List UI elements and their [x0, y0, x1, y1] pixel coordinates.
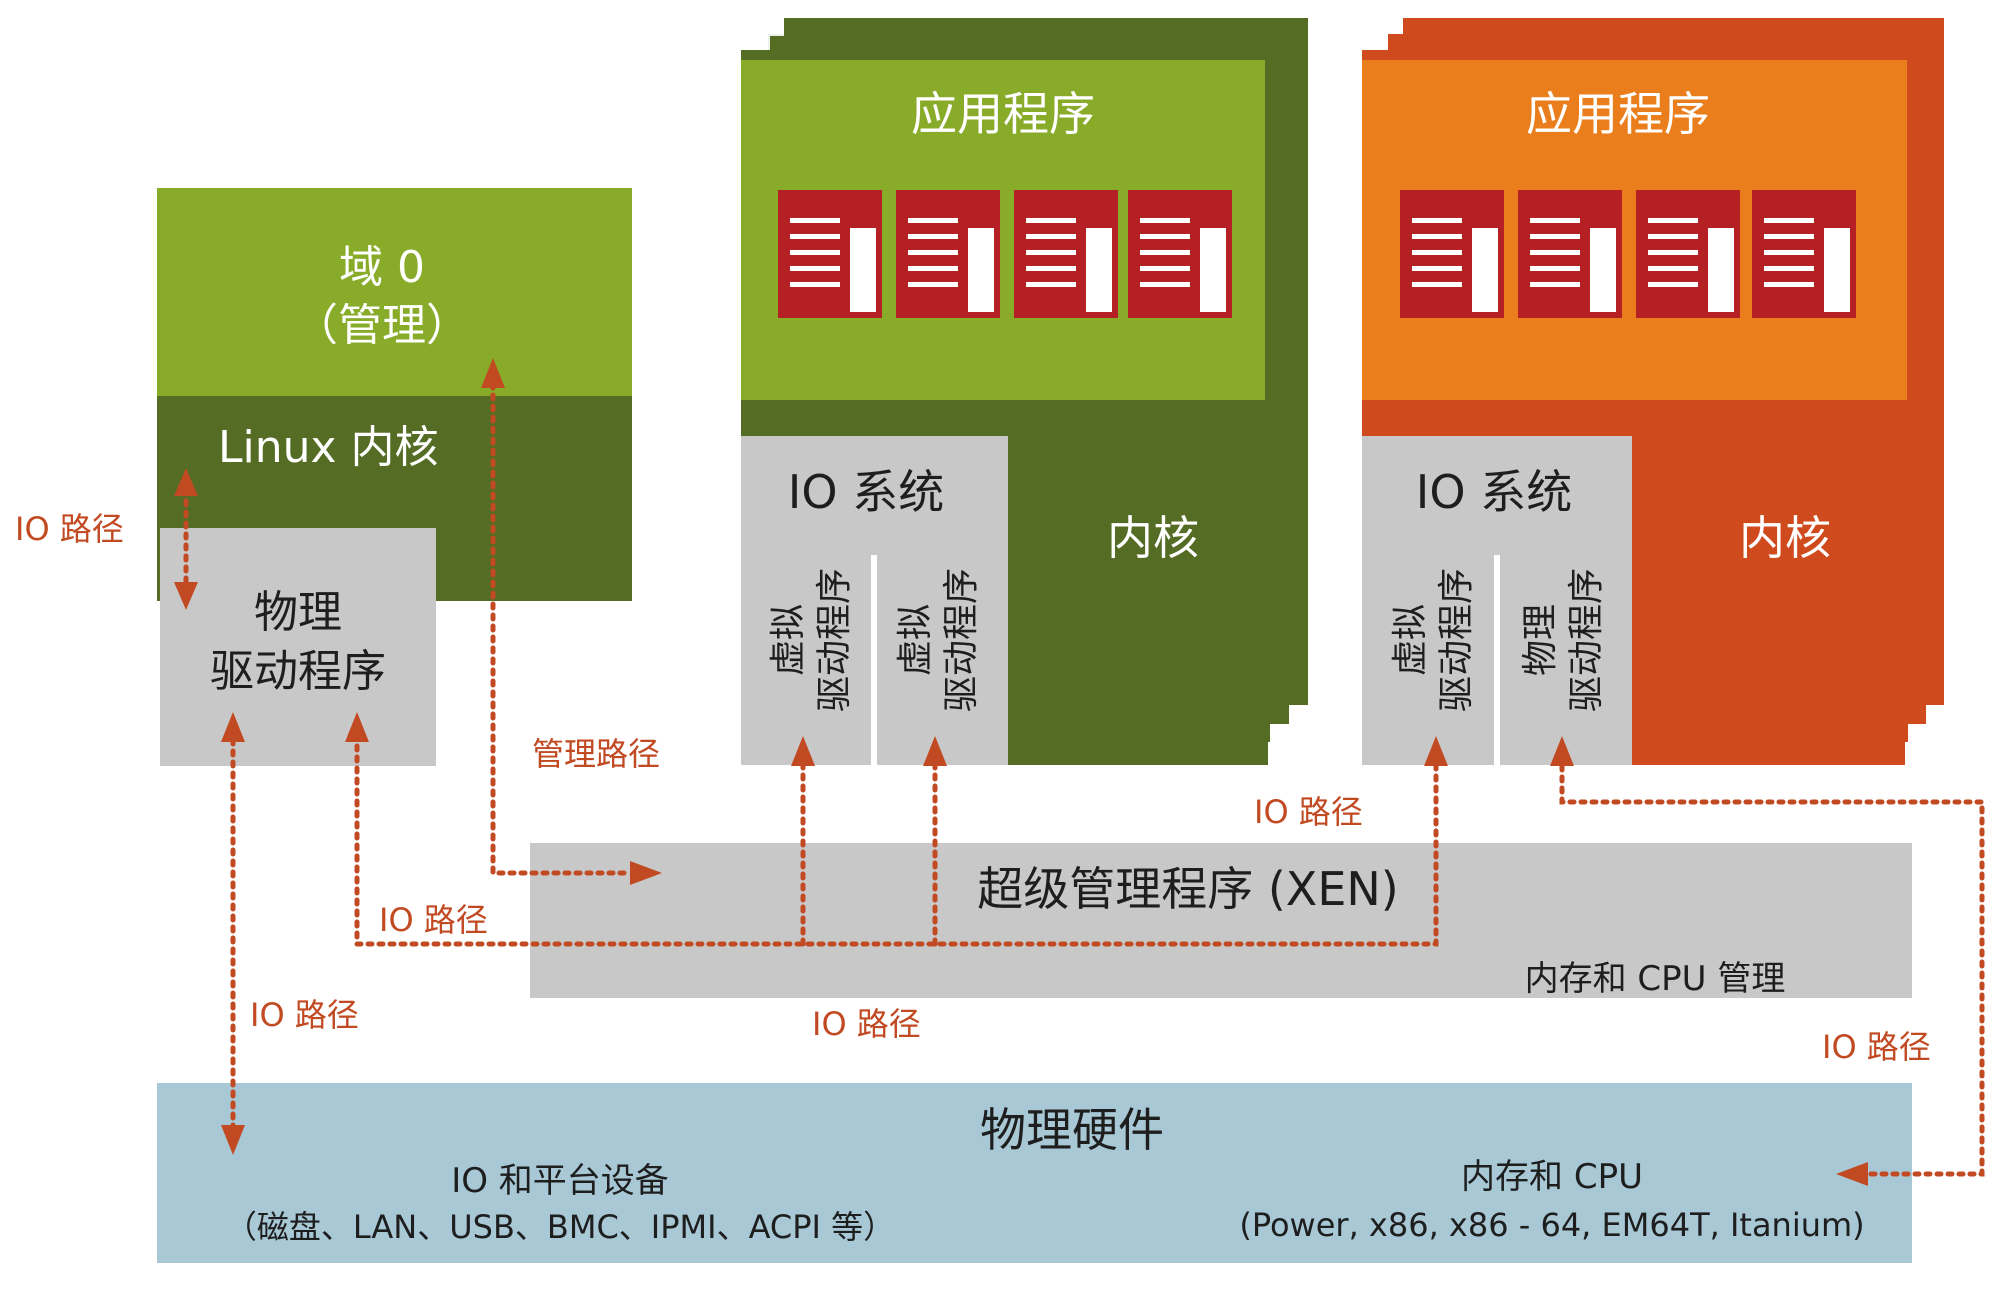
- hypervisor-bar: [530, 843, 1912, 998]
- dom0-driver-label-line1: 物理: [254, 587, 342, 638]
- arrow-head: [481, 358, 505, 388]
- domu-orange-block: 应用程序: [1362, 18, 1944, 765]
- io-path-label: IO 路径: [379, 901, 488, 939]
- domu-green-driver-b-line1: 虚拟: [895, 604, 936, 676]
- domu-green-app-window: [896, 190, 1000, 318]
- hardware-title: 物理硬件: [980, 1103, 1164, 1157]
- management-path-label: 管理路径: [532, 735, 660, 773]
- domu-orange-driver-b-line2: 驱动程序: [1566, 568, 1607, 712]
- io-path-arrows: [174, 358, 1985, 1186]
- hardware-cpu-title: 内存和 CPU: [1461, 1157, 1643, 1197]
- domu-green-app-label: 应用程序: [911, 87, 1095, 141]
- io-path-label: IO 路径: [812, 1005, 921, 1043]
- dom0-header: [157, 188, 632, 396]
- hypervisor-block: 超级管理程序 (XEN) 内存和 CPU 管理: [530, 843, 1912, 999]
- hardware-io-detail: （磁盘、LAN、USB、BMC、IPMI、ACPI 等）: [225, 1208, 895, 1246]
- domu-orange-physical-driver: 物理 驱动程序: [1520, 568, 1607, 712]
- domu-orange-io-system-label: IO 系统: [1416, 465, 1572, 519]
- dom0-subtitle: （管理）: [294, 300, 470, 351]
- arrow-head: [221, 1125, 245, 1155]
- domu-orange-app-window: [1636, 190, 1740, 318]
- domu-orange-driver-a-line2: 驱动程序: [1436, 568, 1477, 712]
- io-path-label: IO 路径: [15, 510, 124, 548]
- arrow-head: [174, 582, 198, 610]
- domu-green-kernel-label: 内核: [1107, 511, 1199, 565]
- io-path-label: IO 路径: [250, 996, 359, 1034]
- hardware-cpu-detail: (Power, x86, x86 - 64, EM64T, Itanium): [1239, 1206, 1864, 1244]
- domu-orange-app-window: [1752, 190, 1856, 318]
- io-path-arrow: [354, 743, 1439, 947]
- domu-orange-kernel-label: 内核: [1739, 511, 1831, 565]
- domu-green-driver-divider: [871, 555, 877, 765]
- hardware-bar: [157, 1083, 1912, 1263]
- domu-green-driver-a-line1: 虚拟: [768, 604, 809, 676]
- arrow-head: [630, 861, 662, 885]
- hypervisor-title: 超级管理程序 (XEN): [977, 862, 1399, 916]
- domu-orange-driver-divider: [1494, 555, 1500, 765]
- hardware-block: 物理硬件 IO 和平台设备 （磁盘、LAN、USB、BMC、IPMI、ACPI …: [157, 1083, 1912, 1263]
- dom0-physical-driver-box: [160, 528, 436, 766]
- hardware-io-title: IO 和平台设备: [451, 1161, 669, 1201]
- domu-green-stack-layer: [768, 34, 784, 50]
- domu-orange-app-window: [1518, 190, 1622, 318]
- domu-green-app-window: [1014, 190, 1118, 318]
- domu-green-io-system-label: IO 系统: [788, 465, 944, 519]
- management-path-arrow: [490, 381, 631, 876]
- io-path-label: IO 路径: [1822, 1028, 1931, 1066]
- domu-green-app-window: [1128, 190, 1232, 318]
- arrow-head: [923, 736, 947, 766]
- dom0-driver-label-line2: 驱动程序: [210, 646, 386, 697]
- path-labels: IO 路径 管理路径 IO 路径 IO 路径 IO 路径 IO 路径 IO 路径: [15, 510, 1931, 1066]
- domu-green-virtual-driver-b: 虚拟 驱动程序: [895, 568, 982, 712]
- dom0-block: 域 0 （管理） Linux 内核 物理 驱动程序: [157, 188, 632, 766]
- domu-green-block: 应用程序: [741, 18, 1308, 765]
- arrow-head: [345, 712, 369, 742]
- domu-green-driver-a-line2: 驱动程序: [814, 568, 855, 712]
- arrow-head: [221, 712, 245, 742]
- dom0-kernel-label: Linux 内核: [218, 422, 439, 473]
- arrow-head: [791, 736, 815, 766]
- domu-green-app-window: [778, 190, 882, 318]
- domu-orange-virtual-driver: 虚拟 驱动程序: [1390, 568, 1477, 712]
- arrow-head: [174, 468, 198, 496]
- arrow-head: [1836, 1162, 1868, 1186]
- domu-orange-app-label: 应用程序: [1526, 87, 1710, 141]
- domu-green-virtual-driver-a: 虚拟 驱动程序: [768, 568, 855, 712]
- domu-orange-driver-a-line1: 虚拟: [1390, 604, 1431, 676]
- domu-green-driver-b-line2: 驱动程序: [941, 568, 982, 712]
- arrow-head: [1424, 736, 1448, 766]
- domu-orange-app-window: [1400, 190, 1504, 318]
- arrow-head: [1550, 736, 1574, 766]
- io-path-arrow: [1559, 763, 1985, 1177]
- dom0-title: 域 0: [339, 242, 425, 293]
- hypervisor-subtitle: 内存和 CPU 管理: [1525, 959, 1786, 999]
- domu-orange-driver-b-line1: 物理: [1520, 604, 1561, 676]
- io-path-label: IO 路径: [1254, 793, 1363, 831]
